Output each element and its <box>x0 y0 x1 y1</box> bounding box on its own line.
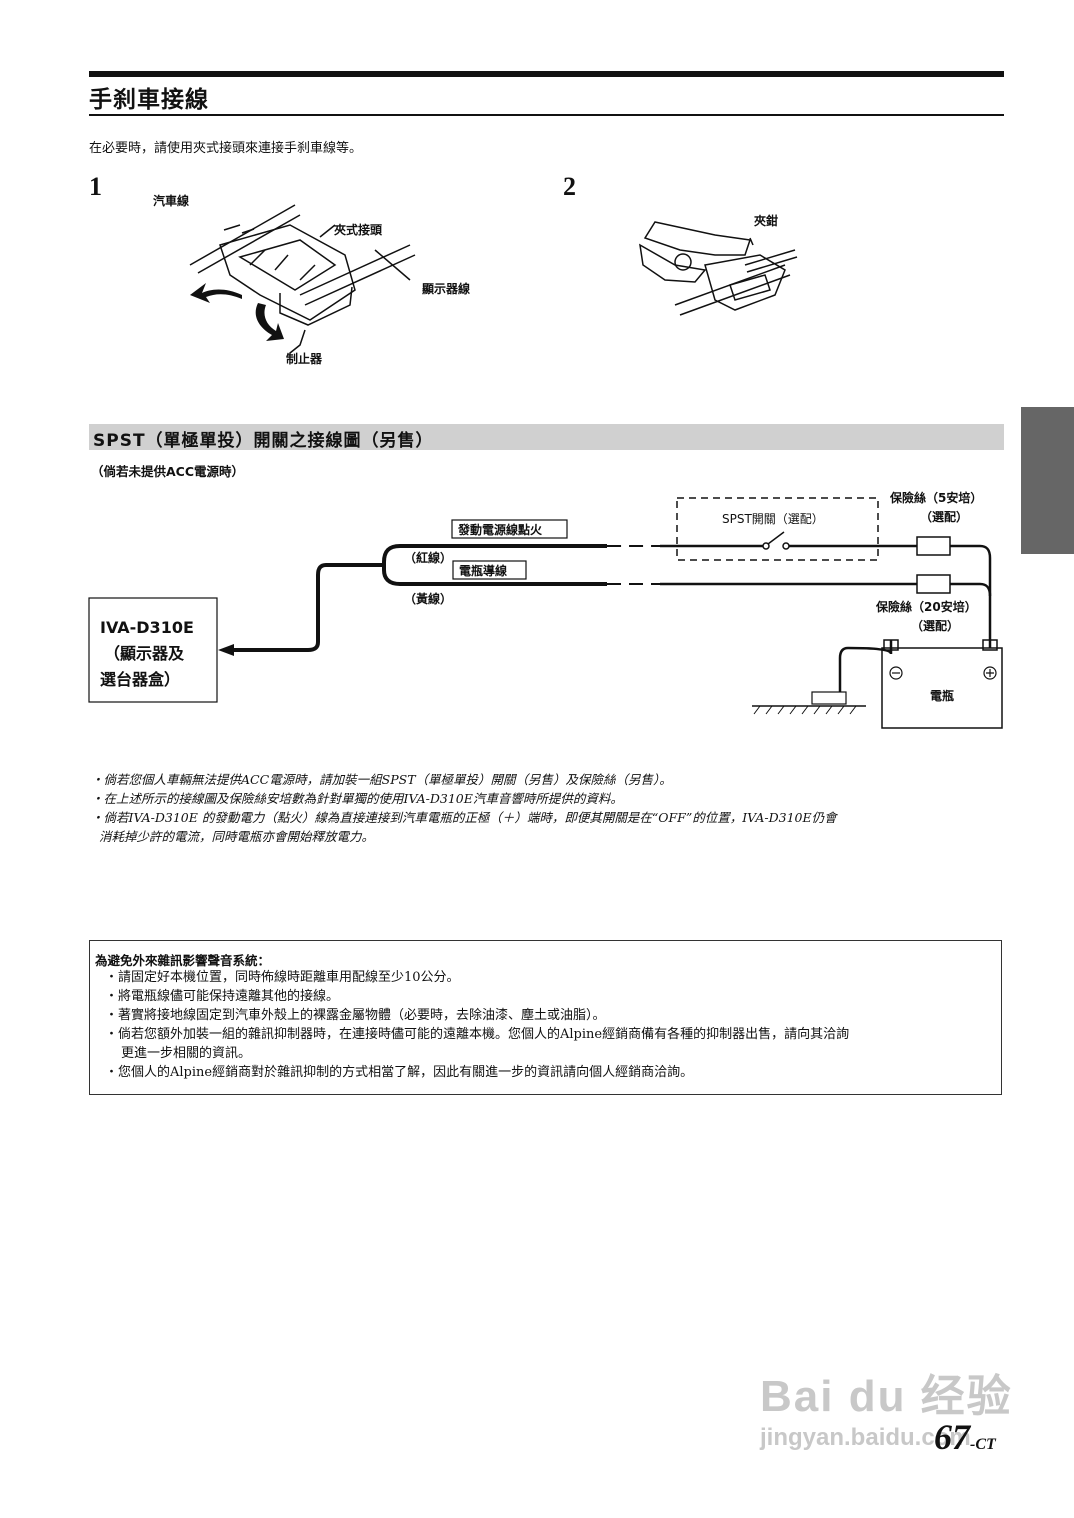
fuse5-to-battery <box>950 544 992 648</box>
label-car-wire: 汽車線 <box>153 194 190 208</box>
pliers-jaw-lower <box>639 243 707 283</box>
rotate-arrow-down <box>255 303 284 341</box>
noise-list: ・請固定好本機位置，同時佈線時距離車用配線至少10公分。 ・將電瓶線儘可能保持遠… <box>105 968 849 1082</box>
pliers-wire-b <box>744 249 796 266</box>
page-number: 67-CT <box>934 1416 996 1458</box>
section-bar <box>89 424 1004 450</box>
pliers-jaw-upper <box>643 221 751 256</box>
title-rule <box>89 114 1004 116</box>
watermark-url: jingyan.baidu.com <box>760 1424 971 1451</box>
harness-merge <box>382 544 401 586</box>
note-3-cont: 消耗掉少許的電流，同時電瓶亦會開始釋放電力。 <box>99 829 375 844</box>
ground-clamp <box>811 691 847 705</box>
page-title: 手刹車接線 <box>89 87 209 113</box>
clip-body <box>219 224 356 321</box>
label-battery: 電瓶 <box>930 689 955 703</box>
fuse-20a <box>916 574 951 594</box>
car-wire-line <box>189 204 296 266</box>
noise-item: ・倘若您額外加裝一組的雜訊抑制器時，在連接時儘可能的遠離本機。您個人的Alpin… <box>105 1027 850 1042</box>
noise-title: 為避免外來雜訊影響聲音系統： <box>95 953 271 968</box>
clip-pointer <box>319 224 336 238</box>
ground-wire <box>838 640 893 695</box>
side-tab <box>1021 407 1074 554</box>
intro-text: 在必要時，請使用夾式接頭來連接手刹車線等。 <box>89 141 363 156</box>
unit-label: IVA-D310E （顯示器及 選台器盒） <box>100 615 194 693</box>
noise-box <box>89 940 1002 1095</box>
top-rule <box>89 71 1004 77</box>
note-2: ・在上述所示的接線圖及保險絲安培數為針對單獨的使用IVA-D310E汽車音響時所… <box>91 791 623 806</box>
switch-blade <box>767 531 785 545</box>
watermark: Bai du 经验 jingyan.baidu.com <box>760 1360 1013 1452</box>
ignition-label-box <box>451 519 568 539</box>
note-1: ・倘若您個人車輛無法提供ACC電源時，請加裝一組SPST（單極單投）開關（另售）… <box>91 772 672 787</box>
rotate-arrow-left <box>190 283 242 303</box>
label-red-wire: （紅線） <box>404 551 453 565</box>
section-subtitle: （倘若未提供ACC電源時） <box>91 464 245 479</box>
pliers-illustration <box>639 221 798 316</box>
clip-illustration <box>189 204 416 354</box>
pliers-clip <box>704 254 786 311</box>
switch-dashed-box <box>676 497 879 561</box>
fuse-5a <box>916 536 951 556</box>
label-fuse-5a: 保險絲（5安培） <box>890 491 983 505</box>
display-pointer <box>374 249 411 281</box>
battery-negative-icon <box>889 666 903 680</box>
label-switch: SPST開關（選配） <box>722 512 824 526</box>
label-clip: 夾式接頭 <box>334 223 383 237</box>
noise-item: ・著實將接地線固定到汽車外殼上的裸露金屬物體（必要時，去除油漆、塵土或油脂）。 <box>105 1008 606 1023</box>
page-number-suffix: -CT <box>970 1436 996 1453</box>
label-stopper: 制止器 <box>286 352 323 366</box>
label-battery-wire: 電瓶導線 <box>459 564 508 578</box>
page-number-value: 67 <box>934 1417 970 1457</box>
unit-desc-1: （顯示器及 <box>104 644 185 663</box>
label-fuse-5a-optional: （選配） <box>920 510 969 524</box>
label-ignition: 發動電源線點火 <box>458 523 543 537</box>
stopper-pointer <box>289 329 306 354</box>
label-fuse-20a-optional: （選配） <box>911 619 960 633</box>
label-yellow-wire: （黃線） <box>404 592 453 606</box>
arrow-to-unit <box>218 644 234 656</box>
wiring-diagram <box>88 497 1003 729</box>
battery-wire-label-box <box>452 560 527 580</box>
display-wire-line <box>299 244 411 296</box>
unit-model: IVA-D310E <box>100 618 194 637</box>
note-3: ・倘若IVA-D310E 的發動電力（點火）線為直接連接到汽車電瓶的正極（＋）端… <box>91 810 837 825</box>
label-display-wire: 顯示器線 <box>422 282 471 296</box>
unit-desc-2: 選台器盒） <box>100 670 181 689</box>
noise-item: 更進一步相關的資訊。 <box>121 1046 252 1061</box>
watermark-brand: Bai du 经验 <box>760 1372 1013 1421</box>
label-pliers: 夾鉗 <box>754 214 779 228</box>
step-1-number: 1 <box>89 172 102 201</box>
battery-box <box>881 647 1003 729</box>
notes: ・倘若您個人車輛無法提供ACC電源時，請加裝一組SPST（單極單投）開關（另售）… <box>91 770 1001 846</box>
battery-positive-icon <box>983 666 997 680</box>
harness-to-unit <box>232 563 384 652</box>
section-title: SPST（單極單投）開關之接線圖（另售） <box>93 431 434 451</box>
label-fuse-20a: 保險絲（20安培） <box>876 600 977 614</box>
noise-item: ・將電瓶線儘可能保持遠離其他的接線。 <box>105 989 340 1004</box>
noise-item: ・您個人的Alpine經銷商對於雜訊抑制的方式相當了解，因此有關進一步的資訊請向… <box>105 1065 694 1080</box>
unit-box <box>88 597 218 703</box>
step-2-number: 2 <box>563 172 576 201</box>
noise-item: ・請固定好本機位置，同時佈線時距離車用配線至少10公分。 <box>105 970 460 985</box>
